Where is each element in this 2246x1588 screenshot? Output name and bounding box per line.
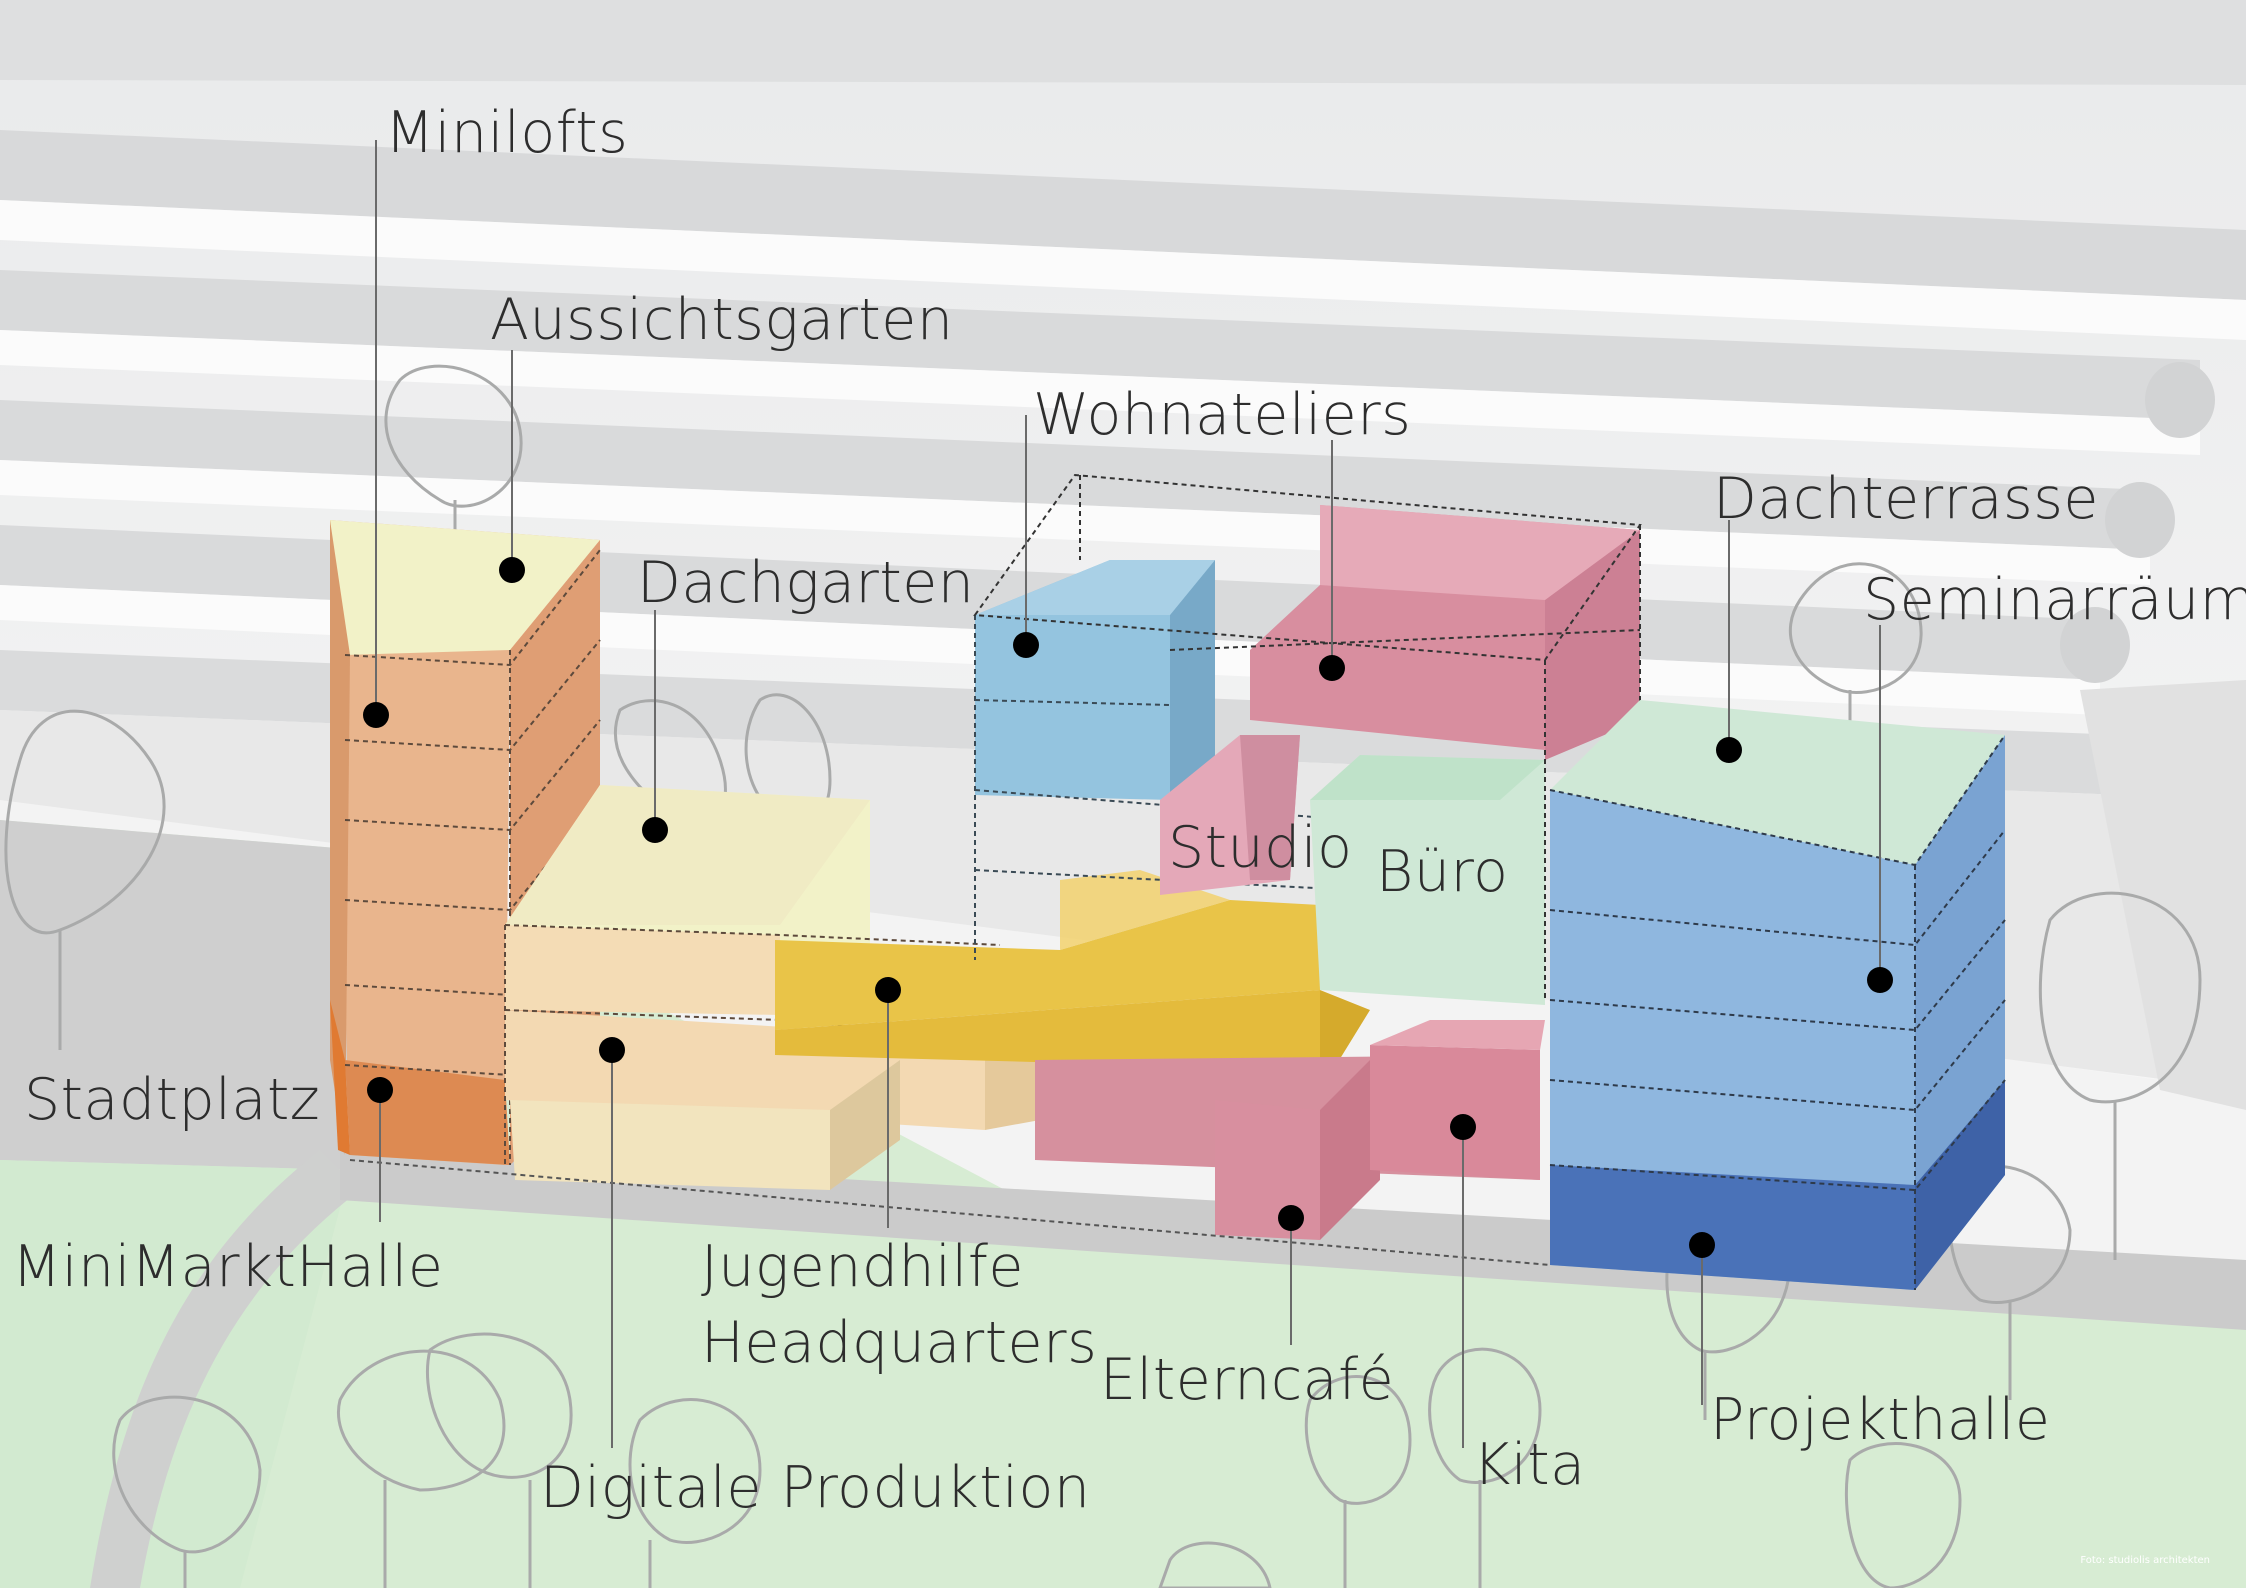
label-studio: Studio bbox=[1168, 815, 1353, 881]
dot-wohnateliers-pink bbox=[1319, 655, 1345, 681]
label-jugendhilfe-line1: Jugendhilfe bbox=[701, 1234, 1024, 1300]
block-dachgarten bbox=[504, 785, 1040, 1190]
dot-digitale-produktion bbox=[599, 1037, 625, 1063]
dot-wohnateliers-blue bbox=[1013, 632, 1039, 658]
label-dachgarten: Dachgarten bbox=[637, 550, 975, 616]
label-stadtplatz: Stadtplatz bbox=[24, 1067, 321, 1133]
label-elterncafe: Elterncafé bbox=[1100, 1347, 1395, 1413]
label-dachterrasse: Dachterrasse bbox=[1713, 466, 2099, 532]
label-digitale-produktion: Digitale Produktion bbox=[540, 1455, 1091, 1521]
tree-outlines bbox=[4, 364, 2202, 1588]
dot-seminarraeume bbox=[1867, 967, 1893, 993]
block-kita bbox=[1035, 1020, 1545, 1240]
label-kita: Kita bbox=[1473, 1432, 1586, 1498]
leader-lines bbox=[375, 140, 1881, 1448]
dot-elterncafe bbox=[1278, 1205, 1304, 1231]
photo-credit: Foto: studiolis architekten bbox=[2080, 1555, 2210, 1566]
block-buero bbox=[1310, 755, 1545, 1005]
marker-dots bbox=[363, 557, 1893, 1258]
label-seminarraeume: Seminarräume bbox=[1863, 567, 2246, 633]
label-wohnateliers: Wohnateliers bbox=[1033, 382, 1412, 448]
wohnateliers-outline bbox=[973, 473, 1642, 1000]
label-minimarkthalle: MiniMarktHalle bbox=[12, 1234, 444, 1300]
dot-aussichtsgarten bbox=[499, 557, 525, 583]
block-wohnateliers-pink bbox=[1160, 505, 1640, 895]
tower-right bbox=[1549, 700, 2006, 1290]
dot-jugendhilfe bbox=[875, 977, 901, 1003]
dot-minilofts bbox=[363, 702, 389, 728]
dot-projekthalle bbox=[1689, 1232, 1715, 1258]
dot-kita bbox=[1450, 1114, 1476, 1140]
label-aussichtsgarten: Aussichtsgarten bbox=[490, 287, 954, 353]
dot-minimarkthalle bbox=[367, 1077, 393, 1103]
label-projekthalle: Projekthalle bbox=[1710, 1387, 2051, 1453]
label-jugendhilfe-line2: Headquarters bbox=[701, 1310, 1098, 1376]
dot-dachterrasse bbox=[1716, 737, 1742, 763]
footprint-line bbox=[349, 1159, 1551, 1266]
label-buero: Büro bbox=[1376, 839, 1509, 905]
label-minilofts: Minilofts bbox=[385, 100, 629, 166]
dot-dachgarten bbox=[642, 817, 668, 843]
